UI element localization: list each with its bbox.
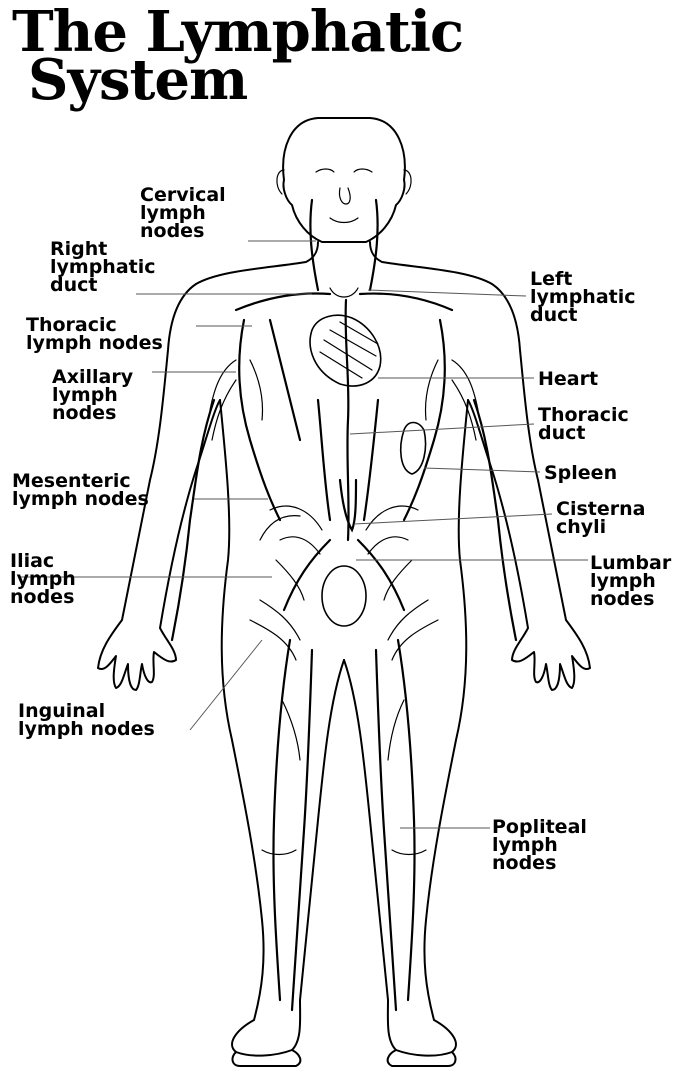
- label-line: Spleen: [544, 464, 617, 482]
- label-line: duct: [50, 276, 156, 294]
- body-outline: [98, 118, 590, 1066]
- label-thoracic-lymph-nodes: Thoracic lymph nodes: [26, 316, 163, 352]
- diagram-title: The Lymphatic System: [12, 8, 463, 104]
- organs: [310, 288, 425, 626]
- label-popliteal-lymph-nodes: Popliteal lymph nodes: [492, 818, 587, 872]
- label-lumbar-lymph-nodes: Lumbar lymph nodes: [590, 554, 671, 608]
- label-line: Heart: [538, 370, 598, 388]
- label-line: nodes: [52, 404, 133, 422]
- label-iliac-lymph-nodes: Iliac lymph nodes: [10, 552, 76, 606]
- label-line: lymph nodes: [12, 490, 149, 508]
- label-line: nodes: [10, 588, 76, 606]
- label-line: lymph nodes: [18, 720, 155, 738]
- label-line: duct: [530, 306, 636, 324]
- label-inguinal-lymph-nodes: Inguinal lymph nodes: [18, 702, 155, 738]
- label-line: chyli: [556, 518, 645, 536]
- label-spleen: Spleen: [544, 464, 617, 482]
- label-left-lymphatic-duct: Left lymphatic duct: [530, 270, 636, 324]
- label-line: nodes: [140, 222, 226, 240]
- label-line: nodes: [492, 854, 587, 872]
- label-cervical-lymph-nodes: Cervical lymph nodes: [140, 186, 226, 240]
- label-line: lymph nodes: [26, 334, 163, 352]
- label-line: nodes: [590, 590, 671, 608]
- label-cisterna-chyli: Cisterna chyli: [556, 500, 645, 536]
- label-axillary-lymph-nodes: Axillary lymph nodes: [52, 368, 133, 422]
- label-mesenteric-lymph-nodes: Mesenteric lymph nodes: [12, 472, 149, 508]
- label-thoracic-duct: Thoracic duct: [538, 406, 629, 442]
- label-line: duct: [538, 424, 629, 442]
- label-right-lymphatic-duct: Right lymphatic duct: [50, 240, 156, 294]
- label-heart: Heart: [538, 370, 598, 388]
